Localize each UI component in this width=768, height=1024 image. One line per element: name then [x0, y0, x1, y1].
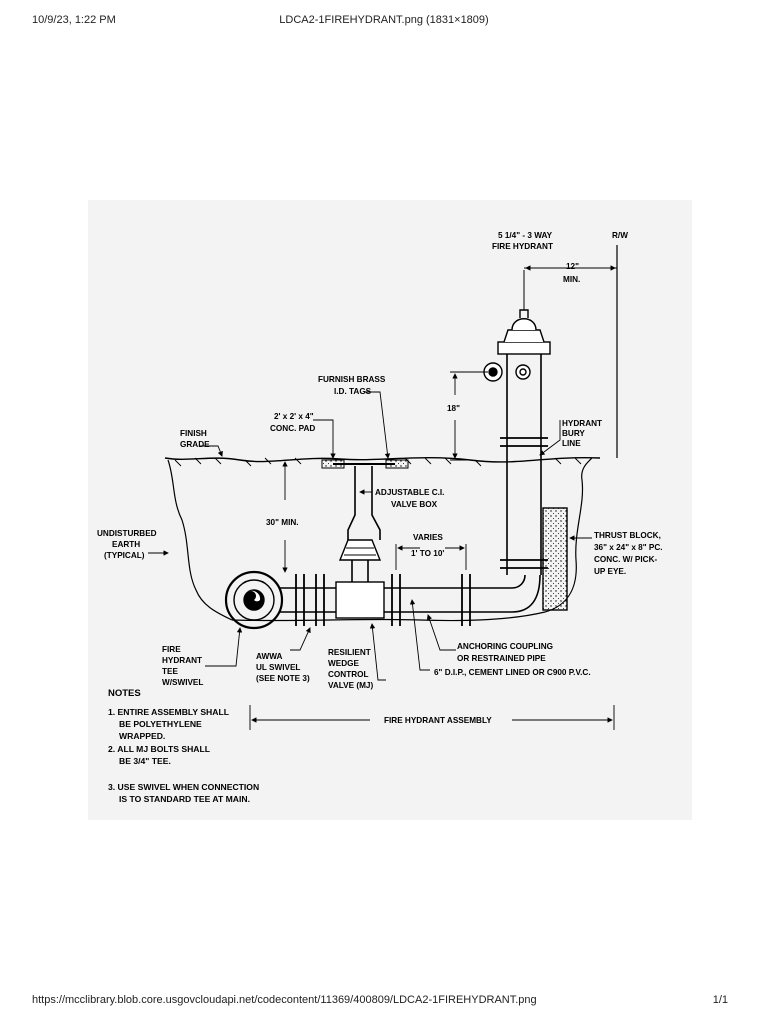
- tee-label-line1: FIRE: [162, 645, 181, 654]
- notes-title: NOTES: [108, 688, 141, 699]
- ground-line: [164, 457, 601, 463]
- resilient-line4: VALVE (MJ): [328, 681, 373, 690]
- note-3-line2: IS TO STANDARD TEE AT MAIN.: [119, 794, 250, 804]
- hydrant-bury-line1: HYDRANT: [562, 419, 602, 428]
- thrust-block-line4: UP EYE.: [594, 567, 626, 576]
- thrust-block: [542, 507, 568, 611]
- note-2-line2: BE 3/4" TEE.: [119, 756, 171, 766]
- brass-tags-line1: FURNISH BRASS: [318, 375, 386, 384]
- finish-grade-line1: FINISH: [180, 429, 207, 438]
- dim-12-value: 12": [566, 262, 579, 271]
- fire-hydrant-drawing: 5 1/4" - 3 WAY FIRE HYDRANT R/W 12" MIN.…: [97, 231, 663, 804]
- anchoring-line2: OR RESTRAINED PIPE: [457, 654, 546, 663]
- thrust-block-line3: CONC. W/ PICK-: [594, 555, 657, 564]
- fire-hydrant: [483, 270, 551, 575]
- mj-flanges: [295, 574, 471, 626]
- valve-box-line2: VALVE BOX: [391, 500, 438, 509]
- main-pipe: [224, 570, 284, 630]
- brass-tags-line2: I.D. TAGS: [334, 387, 372, 396]
- print-datetime: 10/9/23, 1:22 PM: [32, 14, 116, 26]
- note-3-line1: 3. USE SWIVEL WHEN CONNECTION: [108, 782, 259, 792]
- awwa-line1: AWWA: [256, 652, 282, 661]
- tee-label-line4: W/SWIVEL: [162, 678, 203, 687]
- varies-label: VARIES: [413, 533, 443, 542]
- undisturbed-line1: UNDISTURBED: [97, 529, 157, 538]
- conc-pad-line2: CONC. PAD: [270, 424, 315, 433]
- awwa-line2: UL SWIVEL: [256, 663, 300, 672]
- dim-30-label: 30" MIN.: [266, 518, 299, 527]
- trench-bottom: [231, 611, 546, 622]
- resilient-line1: RESILIENT: [328, 648, 371, 657]
- valve-box: [321, 459, 409, 540]
- thrust-block-line2: 36" x 24" x 8" PC.: [594, 543, 663, 552]
- awwa-line3: (SEE NOTE 3): [256, 674, 310, 683]
- dip-label: 6" D.I.P., CEMENT LINED OR C900 P.V.C.: [434, 668, 591, 677]
- notes-block: NOTES 1. ENTIRE ASSEMBLY SHALL BE POLYET…: [108, 688, 259, 804]
- undisturbed-line2: EARTH: [112, 540, 140, 549]
- print-url: https://mcclibrary.blob.core.usgovclouda…: [32, 994, 537, 1006]
- hydrant-label-line1: 5 1/4" - 3 WAY: [498, 231, 553, 240]
- label-hydrant: 5 1/4" - 3 WAY FIRE HYDRANT: [492, 231, 553, 251]
- trench-left-wall: [167, 459, 233, 621]
- dim-12-min: MIN.: [563, 275, 580, 284]
- undisturbed-line3: (TYPICAL): [104, 551, 145, 560]
- conc-pad-line1: 2' x 2' x 4": [274, 412, 314, 421]
- hydrant-bury-line3: LINE: [562, 439, 581, 448]
- hydrant-bury-line2: BURY: [562, 429, 585, 438]
- dim-18-label: 18": [447, 404, 460, 413]
- resilient-line3: CONTROL: [328, 670, 368, 679]
- trench-right-wall: [544, 457, 593, 613]
- tee-label-line2: HYDRANT: [162, 656, 202, 665]
- note-1-line1: 1. ENTIRE ASSEMBLY SHALL: [108, 707, 229, 717]
- varies-range: 1' TO 10': [411, 549, 444, 558]
- thrust-block-line1: THRUST BLOCK,: [594, 531, 661, 540]
- hydrant-elbow: [511, 574, 541, 613]
- print-page-number: 1/1: [712, 994, 728, 1006]
- note-2-line1: 2. ALL MJ BOLTS SHALL: [108, 744, 210, 754]
- anchoring-line1: ANCHORING COUPLING: [457, 642, 553, 651]
- tee-label-line3: TEE: [162, 667, 178, 676]
- valve-box-line1: ADJUSTABLE C.I.: [375, 488, 444, 497]
- print-title: LDCA2-1FIREHYDRANT.png (1831×1809): [279, 14, 489, 26]
- assembly-label: FIRE HYDRANT ASSEMBLY: [384, 716, 492, 725]
- drawing-area: 5 1/4" - 3 WAY FIRE HYDRANT R/W 12" MIN.…: [88, 200, 692, 820]
- note-1-line2: BE POLYETHYLENE: [119, 719, 202, 729]
- note-1-line3: WRAPPED.: [119, 731, 165, 741]
- lateral-pipe: [280, 587, 512, 613]
- resilient-line2: WEDGE: [328, 659, 359, 668]
- gate-valve: [335, 539, 385, 619]
- rw-label: R/W: [612, 231, 628, 240]
- finish-grade-line2: GRADE: [180, 440, 210, 449]
- hydrant-label-line2: FIRE HYDRANT: [492, 242, 553, 251]
